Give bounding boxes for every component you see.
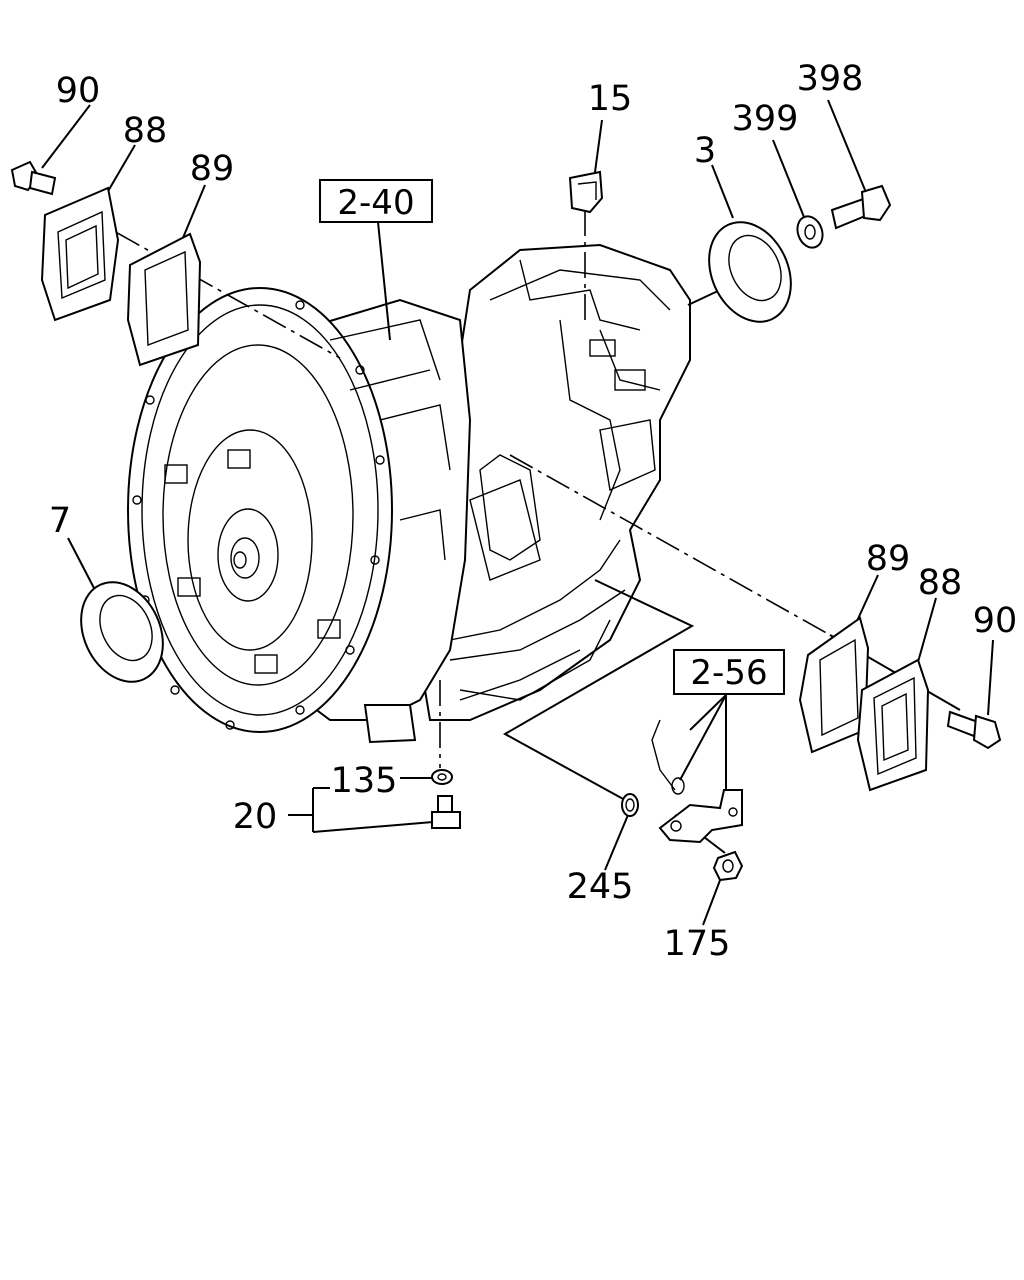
cover-88-right [856,658,930,792]
callout-398: 398 [797,59,864,99]
oring-245 [621,793,639,817]
cover-88-top [40,186,120,322]
reference-2-56-label: 2-56 [690,653,767,693]
seal-3 [708,221,792,323]
callout-175: 175 [664,924,731,964]
sensor-15 [568,170,604,214]
bolt-398 [830,184,892,230]
washer-135 [431,769,453,785]
callout-90-right: 90 [973,601,1018,641]
callout-399: 399 [732,99,799,139]
reference-2-40-label: 2-40 [337,183,414,223]
callout-7: 7 [49,501,71,541]
callout-3: 3 [694,131,716,171]
gasket-89-top [126,232,202,367]
seal-7 [80,581,164,683]
washer-399 [796,215,824,249]
bracket-2-56 [651,719,743,844]
reference-2-56: 2-56 [673,649,785,695]
callout-245: 245 [567,867,634,907]
reference-2-40: 2-40 [319,179,433,223]
leader-lines [41,99,994,926]
callout-20: 20 [233,797,278,837]
callout-88-right: 88 [918,563,963,603]
bolt-90-right [946,710,1002,750]
bolt-90-top [10,160,57,196]
callout-135: 135 [331,761,398,801]
callout-89-right: 89 [866,539,911,579]
callout-15: 15 [588,79,633,119]
callout-89-top: 89 [190,149,235,189]
nut-175 [712,850,744,882]
plug-20 [431,795,461,829]
callout-88-top: 88 [123,111,168,151]
callout-90-top: 90 [56,71,101,111]
transmission-assembly [127,243,691,744]
